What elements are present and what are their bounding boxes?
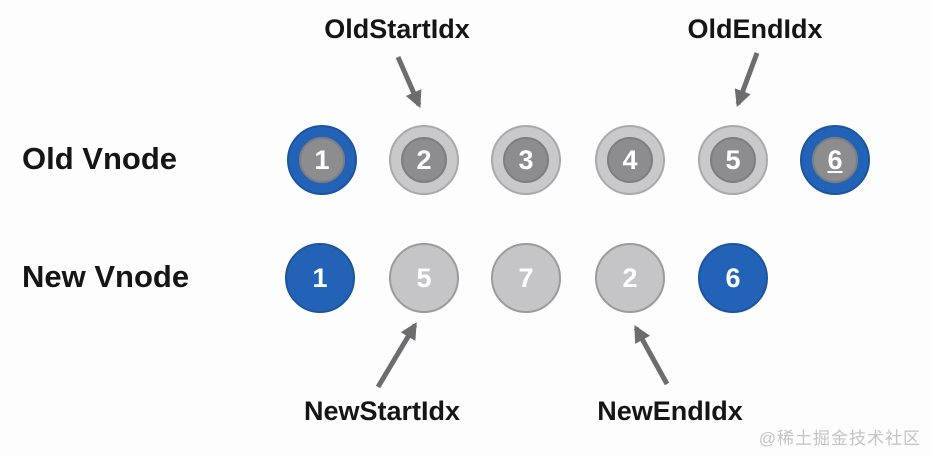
new-vnode-node-4: 2 [595,243,665,313]
new-vnode-node-2: 5 [389,243,459,313]
new-vnode-node-1: 1 [285,243,355,313]
old-node-inner: 2 [401,137,447,183]
new-vnode-node-3: 7 [491,243,561,313]
old-vnode-node-4: 4 [595,125,665,195]
new-start-arrow [375,322,418,389]
watermark: @稀土掘金技术社区 [758,429,921,448]
new-node-2-value: 5 [416,262,432,293]
new-node-1-value: 1 [312,262,328,293]
old-node-1-value: 1 [314,144,330,175]
old-vnode-node-2: 2 [389,125,459,195]
new-node-3-value: 7 [518,262,534,293]
old-node-5-value: 5 [725,144,741,175]
new-vnode-node-5: 6 [698,243,768,313]
old-node-inner: 4 [607,137,653,183]
old-vnode-node-6: 6 [800,125,870,195]
old-node-4-value: 4 [622,144,638,175]
new-end-arrow [633,325,670,386]
old-vnode-node-3: 3 [491,125,561,195]
old-vnode-node-5: 5 [698,125,768,195]
new-node-5-value: 6 [725,262,741,293]
old-end-arrow [734,52,760,108]
old-vnode-node-1: 1 [287,125,357,195]
new-vnode-row-label: New Vnode [22,259,190,294]
old-node-inner: 6 [812,137,858,183]
old-node-inner: 5 [710,137,756,183]
new-node-4-value: 2 [622,262,638,293]
new-start-idx-label: NewStartIdx [303,396,461,426]
old-start-arrow [395,55,422,109]
old-node-6-value: 6 [827,144,843,175]
old-vnode-row-label: Old Vnode [22,141,177,176]
old-node-2-value: 2 [416,144,432,175]
new-end-idx-label: NewEndIdx [597,396,743,426]
old-node-inner: 3 [503,137,549,183]
old-end-idx-label: OldEndIdx [687,14,823,44]
old-node-inner: 1 [299,137,345,183]
old-start-idx-label: OldStartIdx [324,14,470,44]
old-node-3-value: 3 [518,144,534,175]
